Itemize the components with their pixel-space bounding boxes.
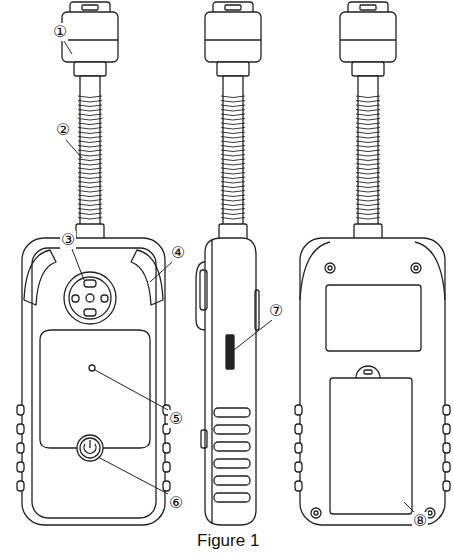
- callout-number: ⑦: [268, 302, 284, 320]
- callout-number: ④: [170, 244, 186, 262]
- callout-number: ⑧: [412, 512, 428, 530]
- leader-lines: [64, 41, 414, 512]
- side-view: [196, 2, 261, 525]
- figure-caption: Figure 1: [197, 531, 259, 551]
- callout-number: ⑥: [168, 494, 184, 512]
- callout-number: ③: [60, 231, 76, 249]
- callout-number: ②: [55, 121, 71, 139]
- callout-number: ①: [52, 23, 68, 41]
- front-view: [17, 2, 170, 525]
- back-view: [295, 2, 450, 525]
- callout-number: ⑤: [168, 410, 184, 428]
